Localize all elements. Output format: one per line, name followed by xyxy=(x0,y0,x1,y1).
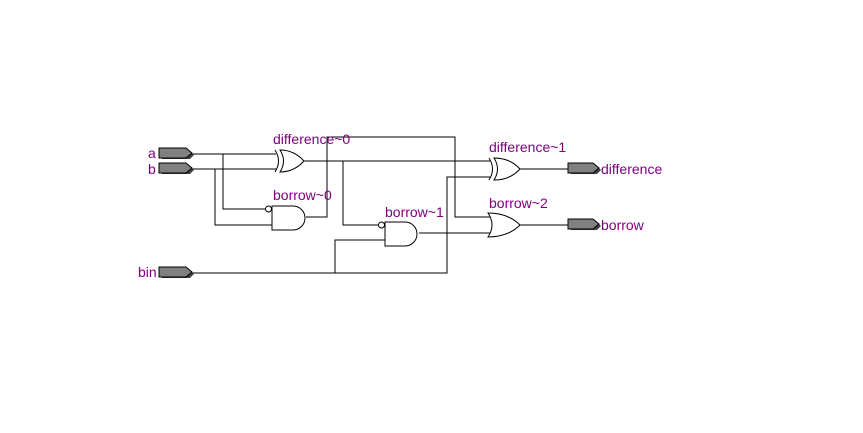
gate-label-borrow2: borrow~2 xyxy=(489,195,548,211)
output-port-borrow[interactable] xyxy=(567,218,601,230)
output-label-difference: difference xyxy=(601,161,662,177)
wire-b-to-borrow0 xyxy=(214,169,272,226)
inverter-bubble-borrow0 xyxy=(265,205,272,213)
wire-bin-to-borrow1 xyxy=(334,239,385,273)
input-label-a: a xyxy=(148,145,156,161)
output-label-borrow: borrow xyxy=(601,217,645,233)
input-port-a[interactable] xyxy=(158,147,194,159)
wire-a-to-borrow0 xyxy=(222,154,266,210)
gate-label-difference0: difference~0 xyxy=(273,131,350,147)
or-gate-borrow2[interactable] xyxy=(487,212,521,238)
output-port-difference[interactable] xyxy=(567,162,601,174)
wire-diff0-to-borrow1 xyxy=(342,161,379,226)
gate-label-difference1: difference~1 xyxy=(489,139,566,155)
inverter-bubble-borrow1 xyxy=(378,221,385,229)
gate-label-borrow0: borrow~0 xyxy=(273,187,332,203)
input-port-bin[interactable] xyxy=(158,266,194,278)
gate-label-borrow1: borrow~1 xyxy=(385,204,444,220)
xor-gate-difference0[interactable] xyxy=(274,149,305,173)
wires xyxy=(192,136,568,274)
and-gate-borrow1[interactable] xyxy=(378,221,418,247)
input-label-b: b xyxy=(148,161,156,177)
input-port-b[interactable] xyxy=(158,162,194,174)
wire-borrow0-out xyxy=(306,136,494,218)
wire-bin xyxy=(192,176,490,274)
and-gate-borrow0[interactable] xyxy=(265,205,306,231)
input-label-bin: bin xyxy=(138,264,157,280)
xor-gate-difference1[interactable] xyxy=(488,157,521,181)
